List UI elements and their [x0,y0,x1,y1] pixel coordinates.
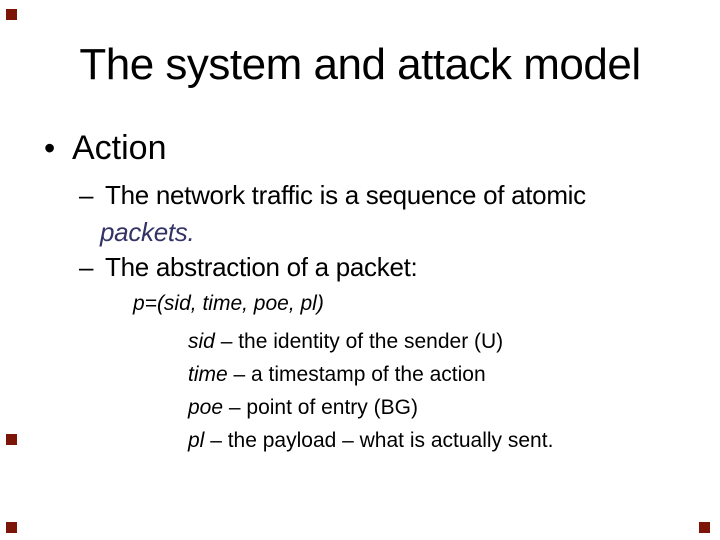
definition-sid-term: sid [188,330,215,353]
bullet-dot-icon: • [44,130,56,166]
definition-time: time – a timestamp of the action [188,363,486,387]
definition-time-term: time [188,363,228,386]
slide-title: The system and attack model [79,40,641,89]
packet-formula: p=(sid, time, poe, pl) [133,292,324,315]
definition-sid-text: – the identity of the sender (U) [214,330,504,353]
edge-marker-left-lower [6,434,17,445]
sub-bullet-dash-1: – [79,180,94,210]
definition-pl: pl – the payload – what is actually sent… [188,429,553,453]
definition-pl-term: pl [188,429,205,452]
corner-marker-bottom-right [699,522,710,533]
sub-bullet-1-packets-highlight: packets. [100,217,195,247]
definition-poe: poe – point of entry (BG) [188,396,418,420]
definition-poe-term: poe [188,396,224,419]
definition-sid: sid – the identity of the sender (U) [188,330,503,354]
sub-bullet-2: The abstraction of a packet: [105,252,418,282]
definition-pl-text: – the payload – what is actually sent. [204,429,554,452]
corner-marker-bottom-left [6,522,17,533]
sub-bullet-1-line-1: The network traffic is a sequence of ato… [105,180,586,210]
corner-marker-top-left [6,9,17,20]
sub-bullet-dash-2: – [79,252,94,282]
definition-poe-text: – point of entry (BG) [223,396,418,419]
definition-time-text: – a timestamp of the action [227,363,486,386]
bullet-action: Action [72,129,167,167]
